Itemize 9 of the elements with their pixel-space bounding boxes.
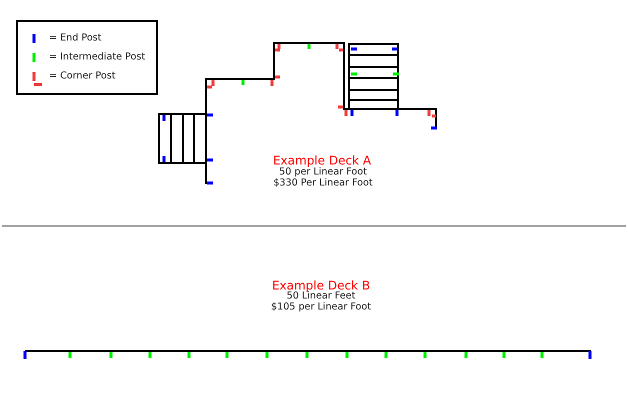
deck-detail: $330 Per Linear Foot <box>273 178 373 190</box>
deck-detail: 50 Linear Feet <box>286 292 356 302</box>
deck-detail: $105 per Linear Foot <box>271 302 371 314</box>
deck-detail: 50 per Linear Foot <box>279 168 367 178</box>
deck-title: Example Deck A <box>272 154 372 168</box>
deck-title: Example Deck B <box>272 279 370 292</box>
legend-label: = Intermediate Post <box>49 52 146 64</box>
legend-label: = End Post <box>49 34 102 44</box>
legend-label: = Corner Post <box>49 72 116 82</box>
